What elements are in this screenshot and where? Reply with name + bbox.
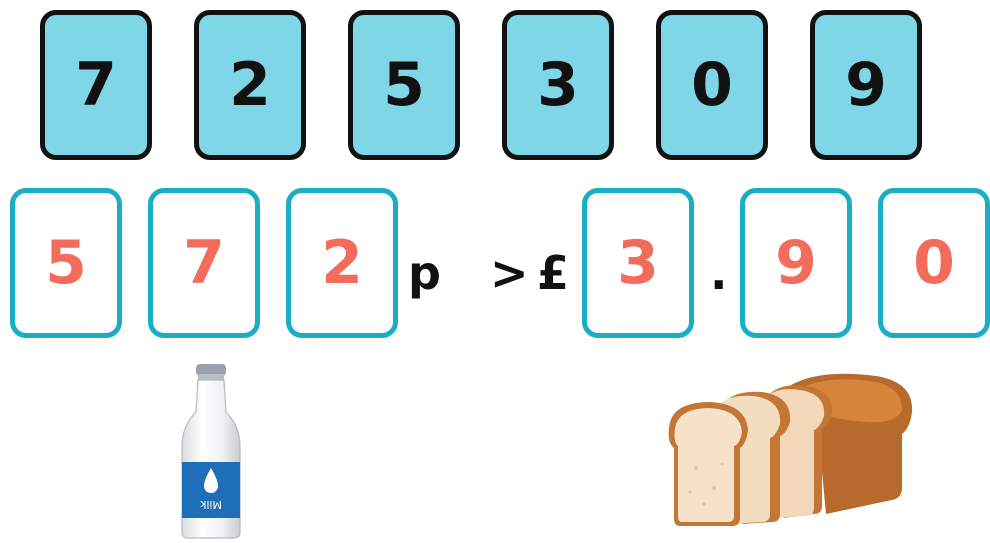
slot-value: 2 [321, 228, 363, 298]
digit-card-value: 3 [537, 50, 579, 120]
digit-card-4[interactable]: 3 [502, 10, 614, 160]
digit-card-2[interactable]: 2 [194, 10, 306, 160]
digit-card-value: 5 [383, 50, 425, 120]
pound-digit-slot[interactable]: 3 [582, 188, 694, 338]
decimal-point: . [710, 246, 728, 300]
digit-card-value: 9 [845, 50, 887, 120]
digit-card-5[interactable]: 0 [656, 10, 768, 160]
slot-value: 0 [913, 228, 955, 298]
digit-card-6[interactable]: 9 [810, 10, 922, 160]
comparison-symbol: > [490, 246, 529, 300]
pence-digit-slot-2[interactable]: 7 [148, 188, 260, 338]
bread-icon [668, 373, 913, 526]
slot-value: 5 [45, 228, 87, 298]
bread-loaf-image [666, 368, 916, 528]
slot-value: 7 [183, 228, 225, 298]
pence-digit-slot-3[interactable]: 2 [286, 188, 398, 338]
milk-label-text: Milk [199, 498, 222, 511]
digit-card-value: 7 [75, 50, 117, 120]
milk-bottle-image: Milk [176, 362, 246, 539]
digit-card-3[interactable]: 5 [348, 10, 460, 160]
decimal-digit-slot-1[interactable]: 9 [740, 188, 852, 338]
milk-bottle-icon: Milk [181, 364, 241, 539]
slot-value: 3 [617, 228, 659, 298]
digit-card-1[interactable]: 7 [40, 10, 152, 160]
pence-digit-slot-1[interactable]: 5 [10, 188, 122, 338]
digit-card-value: 2 [229, 50, 271, 120]
decimal-digit-slot-2[interactable]: 0 [878, 188, 990, 338]
pence-unit-label: p [408, 246, 441, 300]
slot-value: 9 [775, 228, 817, 298]
digit-card-value: 0 [691, 50, 733, 120]
currency-symbol: £ [537, 246, 570, 300]
